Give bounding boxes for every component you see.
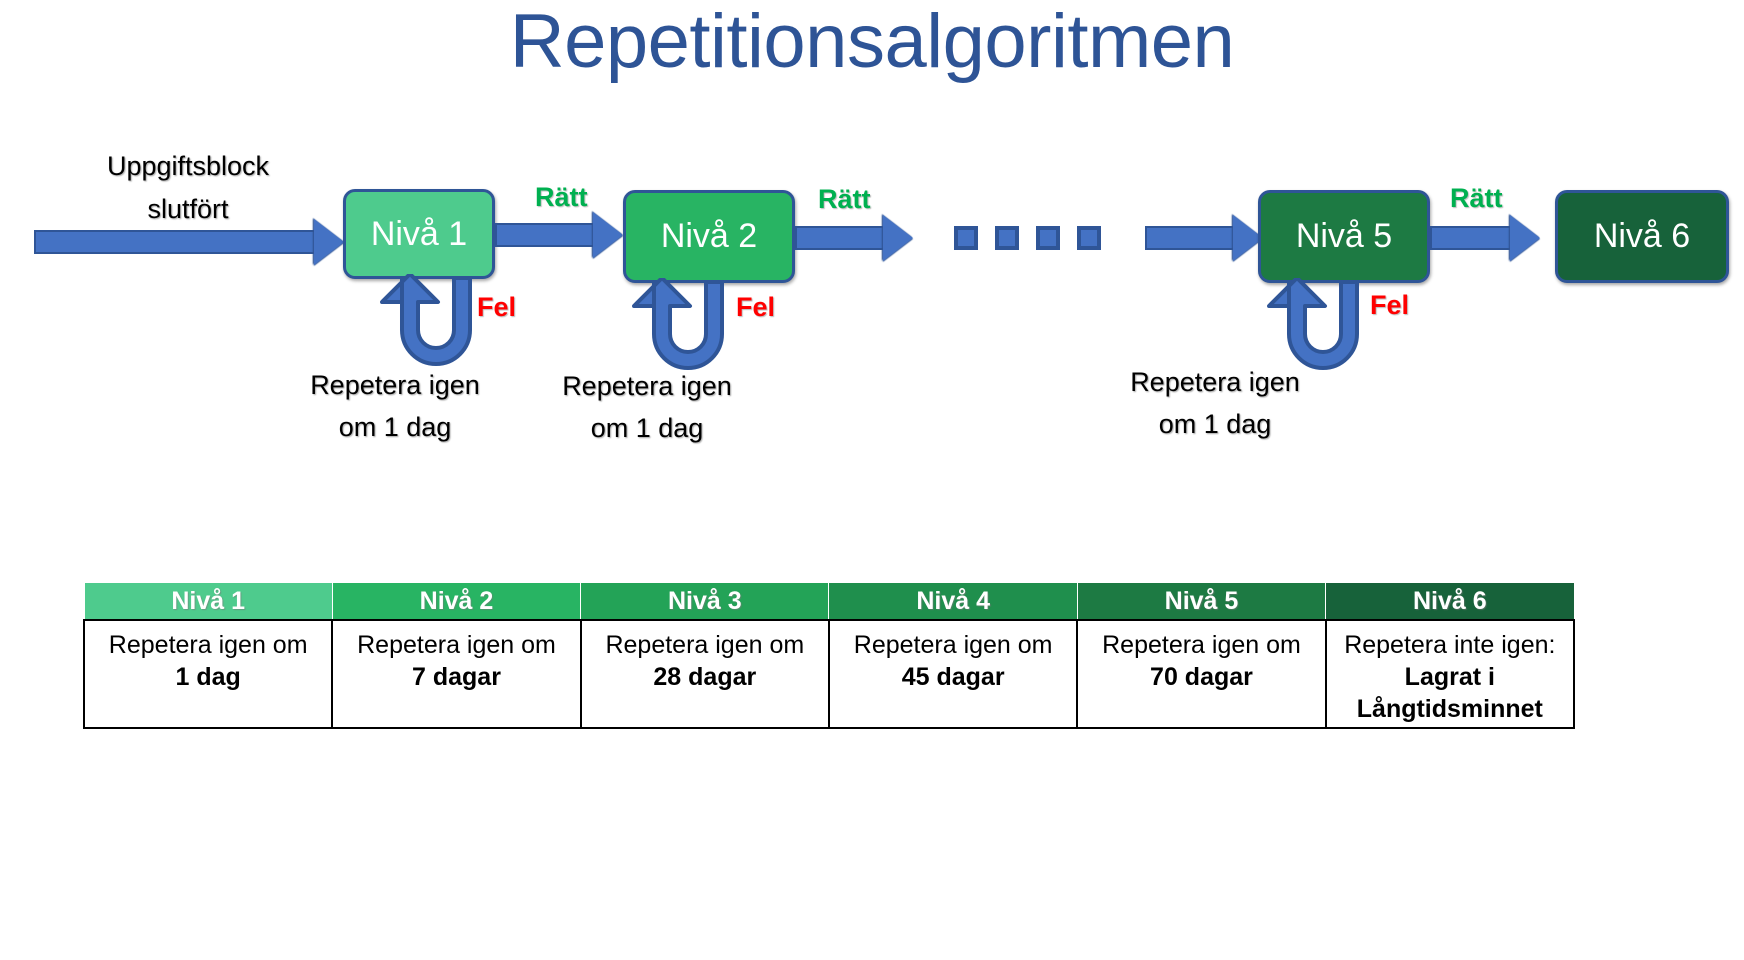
loop-arrow-level-1	[366, 274, 476, 374]
error-label-3: Fel	[1370, 290, 1410, 320]
arrow-level5-to-level6	[1430, 215, 1540, 261]
entry-arrow-shaft	[34, 230, 314, 254]
table-header-level-1: Nivå 1	[83, 582, 333, 621]
ellipsis-separator	[954, 226, 1101, 250]
cell-strong-4: 45 dagar	[901, 663, 1005, 691]
cell-strong-6: Lagrat i	[1404, 663, 1495, 691]
arrow-level2-to-ellipsis-shaft	[795, 226, 883, 250]
flow-node-level-6-label: Nivå 6	[1593, 217, 1691, 255]
table-header-level-3: Nivå 3	[580, 582, 830, 621]
entry-arrow	[34, 219, 344, 265]
arrow-ellipsis-to-level5-shaft	[1145, 226, 1233, 250]
caption-level-2-line1: Repetera igen	[562, 371, 732, 401]
cell-lead-5: Repetera igen om	[1102, 631, 1301, 659]
cell-strong-5: 70 dagar	[1150, 663, 1253, 691]
entry-label: Uppgiftsblock slutfört	[98, 145, 278, 231]
caption-level-5-line2: om 1 dag	[1158, 408, 1272, 439]
cell-lead-2: Repetera igen om	[357, 631, 556, 659]
table-row: Repetera igen om 1 dag Repetera igen om …	[82, 619, 1576, 729]
table-cell-level-6: Repetera inte igen: Lagrat i Långtidsmin…	[1324, 619, 1576, 729]
caption-level-1-line1: Repetera igen	[310, 370, 480, 400]
flow-node-level-5[interactable]: Nivå 5	[1258, 190, 1430, 283]
entry-label-line2: slutfört	[147, 194, 229, 225]
flow-node-level-1-label: Nivå 1	[370, 214, 468, 253]
page-title: Repetitionsalgoritmen	[509, 0, 1235, 84]
arrow-level2-to-ellipsis	[795, 215, 913, 261]
flow-node-level-6[interactable]: Nivå 6	[1555, 190, 1729, 283]
entry-label-line1: Uppgiftsblock	[106, 151, 270, 181]
ok-label-3: Rätt	[1450, 183, 1503, 213]
levels-table: Nivå 1 Nivå 2 Nivå 3 Nivå 4 Nivå 5 Nivå …	[82, 582, 1576, 729]
arrow-level5-to-level6-head	[1510, 215, 1540, 261]
table-cell-level-4: Repetera igen om 45 dagar	[827, 619, 1079, 729]
cell-lead-4: Repetera igen om	[853, 631, 1053, 659]
flow-node-level-5-label: Nivå 5	[1295, 217, 1393, 255]
ok-label-2: Rätt	[818, 184, 871, 214]
caption-level-1: Repetera igen om 1 dag	[300, 365, 490, 449]
caption-level-2-line2: om 1 dag	[590, 412, 704, 443]
cell-strong-3: 28 dagar	[653, 663, 757, 691]
cell-lead-1: Repetera igen om	[108, 631, 308, 659]
error-label-2: Fel	[736, 292, 776, 322]
arrow-level1-to-level2-shaft	[495, 223, 593, 247]
table-cell-level-2: Repetera igen om 7 dagar	[331, 619, 582, 729]
table-header-level-4: Nivå 4	[828, 582, 1078, 621]
cell-strong-1: 1 dag	[175, 663, 241, 691]
caption-level-1-line2: om 1 dag	[338, 411, 452, 442]
caption-level-2: Repetera igen om 1 dag	[552, 366, 742, 450]
flow-node-level-1[interactable]: Nivå 1	[343, 189, 495, 279]
flow-diagram: Uppgiftsblock slutfört Nivå 1 Rätt Fel R…	[34, 145, 1729, 450]
loop-arrow-level-2	[618, 278, 728, 378]
ellipsis-square	[1077, 226, 1101, 250]
cell-strong-6b: Långtidsminnet	[1356, 695, 1543, 723]
error-label-1: Fel	[477, 292, 517, 322]
flow-node-level-2[interactable]: Nivå 2	[623, 190, 795, 283]
table-cell-level-5: Repetera igen om 70 dagar	[1076, 619, 1327, 729]
table-header-level-5: Nivå 5	[1076, 582, 1327, 621]
table-cell-level-3: Repetera igen om 28 dagar	[579, 619, 830, 729]
arrow-level2-to-ellipsis-head	[883, 215, 913, 261]
arrow-level5-to-level6-shaft	[1430, 226, 1510, 250]
ellipsis-square	[1036, 226, 1060, 250]
ellipsis-square	[995, 226, 1019, 250]
entry-arrow-head	[314, 219, 344, 265]
arrow-ellipsis-to-level5	[1145, 215, 1263, 261]
caption-level-5-line1: Repetera igen	[1130, 367, 1300, 397]
caption-level-5: Repetera igen om 1 dag	[1120, 362, 1310, 446]
table-header-row: Nivå 1 Nivå 2 Nivå 3 Nivå 4 Nivå 5 Nivå …	[83, 582, 1575, 621]
table-cell-level-1: Repetera igen om 1 dag	[82, 619, 334, 729]
cell-strong-2: 7 dagar	[412, 663, 501, 691]
ellipsis-square	[954, 226, 978, 250]
loop-arrow-level-5	[1253, 278, 1363, 378]
arrow-level1-to-level2	[495, 212, 623, 258]
table-header-level-6: Nivå 6	[1325, 582, 1575, 621]
table-header-level-2: Nivå 2	[331, 582, 582, 621]
ok-label-1: Rätt	[535, 182, 588, 212]
flow-node-level-2-label: Nivå 2	[660, 217, 758, 255]
arrow-level1-to-level2-head	[593, 212, 623, 258]
cell-lead-6: Repetera inte igen:	[1344, 631, 1556, 659]
cell-lead-3: Repetera igen om	[605, 631, 805, 659]
